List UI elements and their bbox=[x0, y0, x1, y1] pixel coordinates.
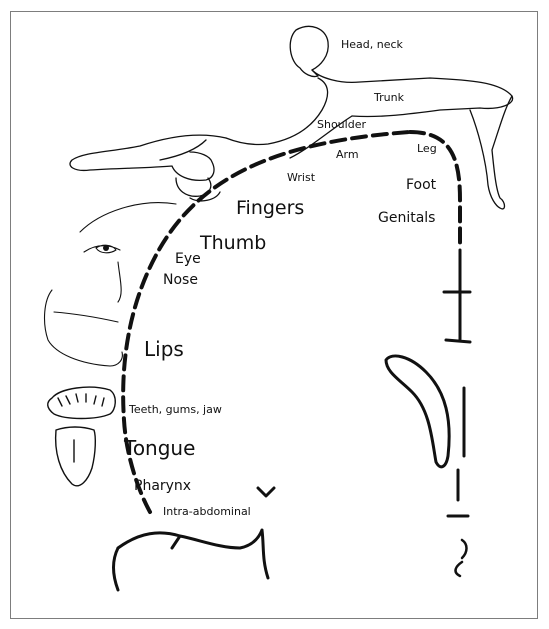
label-shoulder: Shoulder bbox=[317, 119, 366, 130]
label-intra-abdominal: Intra-abdominal bbox=[163, 506, 251, 517]
label-leg: Leg bbox=[417, 143, 437, 154]
tongue-drawing bbox=[56, 427, 96, 486]
label-lips: Lips bbox=[144, 339, 184, 359]
leg-drawing bbox=[470, 96, 512, 209]
lateral-fissure bbox=[114, 488, 275, 590]
sulcus-shape bbox=[386, 356, 449, 467]
hand-drawing bbox=[70, 135, 226, 201]
label-genitals: Genitals bbox=[378, 211, 435, 225]
head-drawing bbox=[290, 26, 328, 76]
sulcus-right bbox=[444, 250, 470, 342]
label-nose: Nose bbox=[163, 273, 198, 287]
eye-drawing bbox=[103, 245, 109, 251]
label-foot: Foot bbox=[406, 178, 436, 192]
label-head-neck: Head, neck bbox=[341, 39, 403, 50]
sulcus-small bbox=[448, 388, 468, 516]
label-wrist: Wrist bbox=[287, 172, 315, 183]
label-teeth-gums-jaw: Teeth, gums, jaw bbox=[129, 404, 222, 415]
label-pharynx: Pharynx bbox=[134, 479, 191, 493]
trunk-drawing bbox=[312, 70, 513, 117]
label-fingers: Fingers bbox=[236, 199, 304, 218]
label-eye: Eye bbox=[175, 252, 201, 266]
label-thumb: Thumb bbox=[200, 234, 266, 253]
teeth-drawing bbox=[48, 387, 116, 418]
label-trunk: Trunk bbox=[374, 92, 404, 103]
label-tongue: Tongue bbox=[124, 438, 195, 458]
sulcus-tail bbox=[456, 540, 467, 576]
label-arm: Arm bbox=[336, 149, 359, 160]
